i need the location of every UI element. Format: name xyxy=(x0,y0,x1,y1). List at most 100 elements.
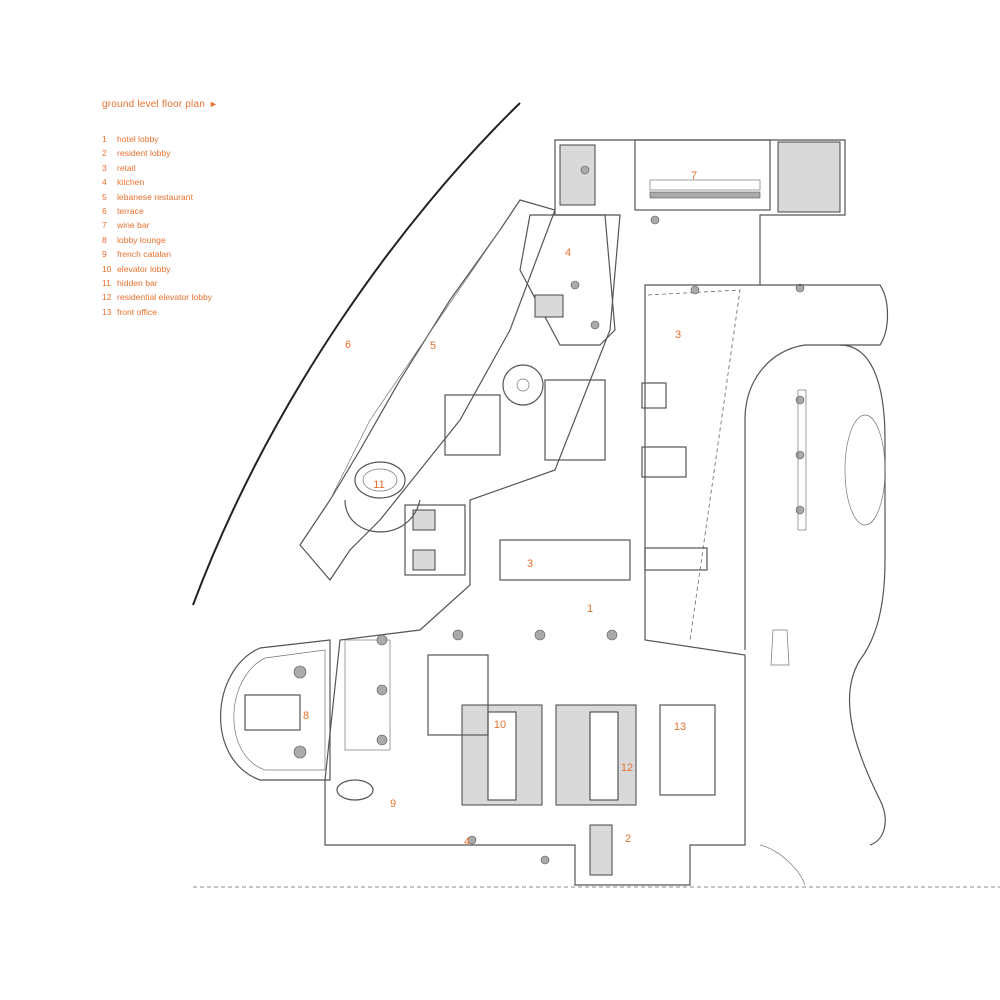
legend-number: 1 xyxy=(102,134,107,144)
column xyxy=(580,165,590,175)
hidden-bar-oval xyxy=(354,461,406,499)
legend-number: 2 xyxy=(102,148,107,159)
legend-label: kitchen xyxy=(117,177,145,188)
column xyxy=(795,395,805,405)
hidden-bar-curve xyxy=(344,499,421,533)
legend-label: elevator lobby xyxy=(117,263,171,274)
legend-number: 6 xyxy=(102,206,107,217)
room-label-hotel-lobby: 1 xyxy=(587,603,593,615)
elevator-lobby-floor xyxy=(487,711,517,801)
legend-label: hotel lobby xyxy=(117,134,159,144)
legend-label: residential elevator lobby xyxy=(117,292,213,303)
plan-title: ground level floor plan► xyxy=(102,99,218,110)
play-arrow-icon: ► xyxy=(209,99,219,109)
front-office-block xyxy=(659,704,716,796)
elevator-shaft-north-1 xyxy=(412,509,436,531)
wine-bar-block xyxy=(634,139,771,211)
structural-columns xyxy=(293,165,805,865)
interior-block-1 xyxy=(544,379,606,461)
building-outline xyxy=(324,139,846,886)
room-label-residential-elevator-lobby: 12 xyxy=(621,762,633,774)
room-label-lobby-lounge: 8 xyxy=(303,710,309,722)
elevator-lobby-north xyxy=(404,504,466,576)
room-label-resident-lobby: 2 xyxy=(625,833,631,845)
north-stair-block xyxy=(777,141,841,213)
room-label-wine-bar: 7 xyxy=(691,170,697,182)
elevator-shaft-north-2 xyxy=(412,549,436,571)
lobby-lounge-outline xyxy=(220,639,331,781)
column xyxy=(795,283,805,293)
kitchen-north-outline xyxy=(519,214,616,346)
lounge-column-strip xyxy=(344,639,391,751)
column xyxy=(534,629,546,641)
room-label-retail-east: 3 xyxy=(675,329,681,341)
legend-label: hidden bar xyxy=(117,278,158,289)
column xyxy=(606,629,618,641)
res-elevator-lobby-floor xyxy=(589,711,619,801)
column xyxy=(376,684,388,696)
legend-label: wine bar xyxy=(117,220,150,231)
retail-east-kiosk-3 xyxy=(644,547,708,571)
legend-number: 3 xyxy=(102,162,107,173)
legend-item: 9 french catalan xyxy=(102,247,212,261)
legend-number: 10 xyxy=(102,263,112,274)
legend-number: 12 xyxy=(102,292,112,303)
column xyxy=(570,280,580,290)
legend-label: lobby lounge xyxy=(117,234,166,245)
retail-east-kiosk-2 xyxy=(641,446,687,478)
kitchen-south-block xyxy=(427,654,489,736)
column xyxy=(650,215,660,225)
terrace-outline xyxy=(299,199,556,581)
legend-label: retail xyxy=(117,162,136,173)
column xyxy=(590,320,600,330)
legend-item: 12 residential elevator lobby xyxy=(102,290,212,304)
legend-item: 4 kitchen xyxy=(102,175,212,189)
driveway-island xyxy=(839,344,886,846)
wine-bar-counter xyxy=(649,179,761,191)
column xyxy=(452,629,464,641)
room-label-retail-west: 3 xyxy=(527,558,533,570)
legend-label: resident lobby xyxy=(117,148,171,159)
room-label-terrace: 6 xyxy=(345,339,351,351)
column xyxy=(293,665,307,679)
column xyxy=(293,745,307,759)
legend-number: 11 xyxy=(102,278,111,289)
driveway-median xyxy=(797,389,807,531)
street-edge xyxy=(759,844,806,886)
legend-item: 2 resident lobby xyxy=(102,146,212,160)
legend-number: 9 xyxy=(102,249,107,260)
column xyxy=(795,505,805,515)
retail-west-block xyxy=(499,539,631,581)
retail-east-boundary xyxy=(647,289,741,641)
legend-number: 13 xyxy=(102,306,112,317)
legend-number: 4 xyxy=(102,177,107,188)
room-label-elevator-lobby: 10 xyxy=(494,719,506,731)
legend-label: lebanese restaurant xyxy=(117,191,193,202)
legend-label: french catalan xyxy=(117,249,171,260)
room-label-front-office: 13 xyxy=(674,721,686,733)
room-label-kitchen-south: 4 xyxy=(464,836,470,848)
column xyxy=(540,855,550,865)
driveway-edge-outer xyxy=(744,284,889,650)
room-legend: 1 hotel lobby 2 resident lobby 3 retail 4 ki… xyxy=(102,132,212,319)
column xyxy=(690,285,700,295)
room-label-french-catalan: 9 xyxy=(390,798,396,810)
legend-item: 8 lobby lounge xyxy=(102,233,212,247)
wine-bar-shelf xyxy=(649,191,761,199)
column xyxy=(376,734,388,746)
lounge-furniture-group-1 xyxy=(244,694,301,731)
car-symbol xyxy=(770,629,790,666)
legend-item: 1 hotel lobby xyxy=(102,132,212,146)
column xyxy=(467,835,477,845)
curved-facade xyxy=(192,102,521,606)
room-label-hidden-bar: 11 xyxy=(373,479,384,491)
column xyxy=(795,450,805,460)
legend-item: 3 retail xyxy=(102,161,212,175)
legend-item: 10 elevator lobby xyxy=(102,262,212,276)
legend-number: 8 xyxy=(102,234,107,245)
hidden-bar-counter xyxy=(362,468,398,492)
